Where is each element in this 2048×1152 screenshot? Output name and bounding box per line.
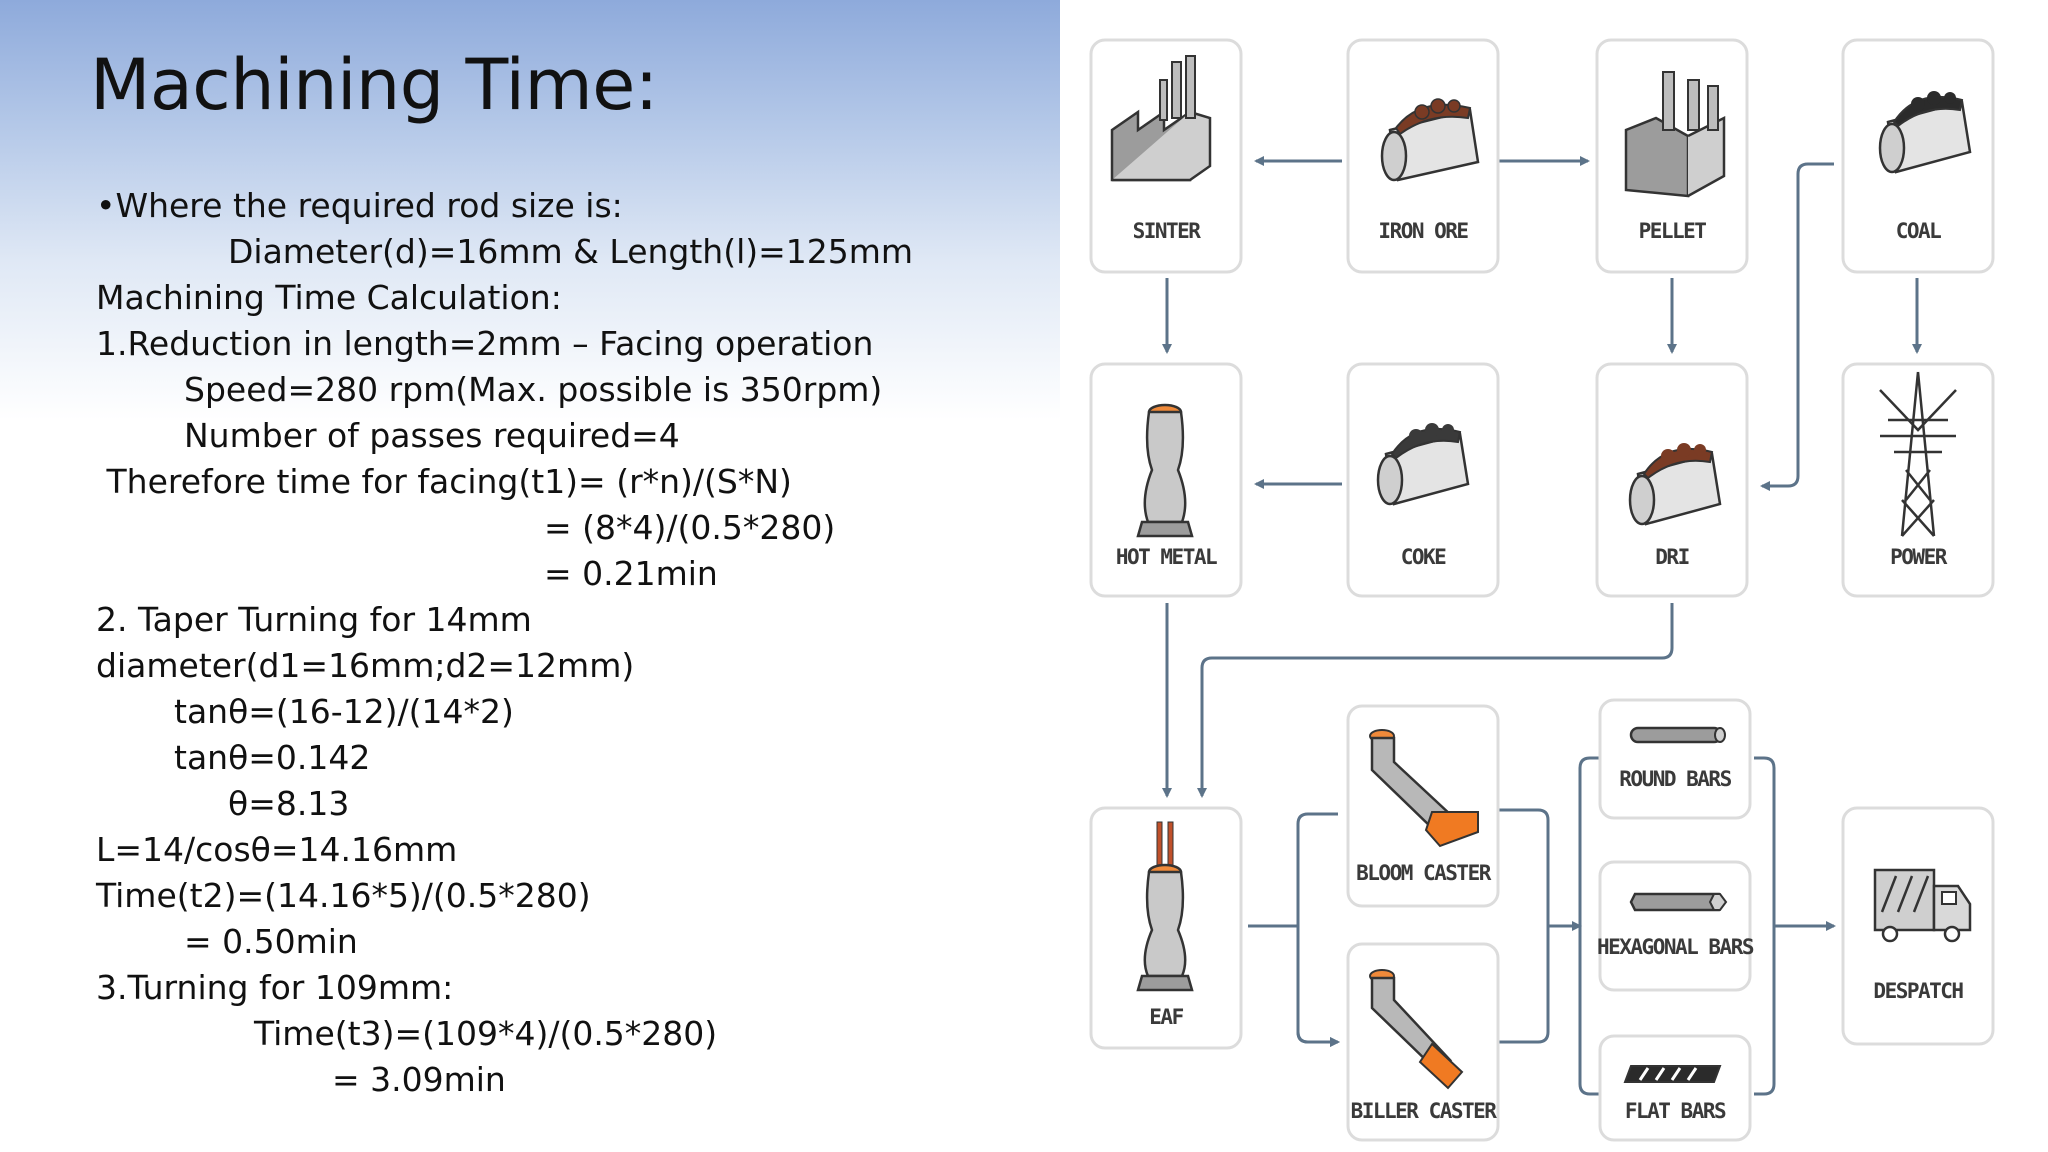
coal-cart-icon	[1878, 91, 1972, 174]
node-despatch: DESPATCH	[1841, 806, 1995, 1046]
node-power: POWER	[1841, 362, 1995, 598]
node-coke: COKE	[1346, 362, 1500, 598]
round-bar-icon	[1629, 726, 1726, 744]
node-label: PELLET	[1639, 219, 1707, 243]
node-iron-ore: IRON ORE	[1346, 38, 1500, 274]
flat-bar-icon	[1623, 1065, 1722, 1083]
text-line-20: = 3.09min	[332, 1060, 506, 1099]
arrow-dri-to-eaf	[1197, 603, 1674, 798]
slide-title: Machining Time:	[90, 44, 658, 126]
node-eaf: EAF	[1089, 806, 1243, 1050]
text-line-8: = (8*4)/(0.5*280)	[544, 508, 836, 547]
ladle-icon	[1136, 403, 1194, 538]
node-flat-bars: FLAT BARS	[1598, 1034, 1752, 1142]
factory-icon	[1110, 55, 1212, 182]
node-card	[1598, 1034, 1752, 1142]
node-bloom-caster: BLOOM CASTER	[1346, 704, 1500, 908]
text-line-18: 3.Turning for 109mm:	[96, 968, 454, 1007]
coke-cart-icon	[1376, 423, 1470, 506]
text-line-14: θ=8.13	[228, 784, 350, 823]
text-line-11: diameter(d1=16mm;d2=12mm)	[96, 646, 635, 685]
steel-process-flow-diagram: SINTER IRON ORE	[1060, 0, 2048, 1152]
arrow-casters-to-bars	[1498, 808, 1580, 1044]
title-gradient-background	[0, 0, 1060, 420]
text-line-5: Speed=280 rpm(Max. possible is 350rpm)	[184, 370, 883, 409]
plant-icon	[1624, 71, 1726, 198]
text-line-7: Therefore time for facing(t1)= (r*n)/(S*…	[96, 462, 792, 501]
text-line-6: Number of passes required=4	[184, 416, 680, 455]
node-label: HEXAGONAL BARS	[1597, 935, 1754, 959]
text-line-4: 1.Reduction in length=2mm – Facing opera…	[96, 324, 874, 363]
text-line-13: tanθ=0.142	[174, 738, 371, 777]
node-label: ROUND BARS	[1619, 767, 1731, 791]
biller-caster-icon	[1369, 969, 1464, 1090]
text-line-19: Time(t3)=(109*4)/(0.5*280)	[254, 1014, 718, 1053]
node-sinter: SINTER	[1089, 38, 1243, 274]
node-label: FLAT BARS	[1625, 1099, 1726, 1123]
arrow-coal-to-dri	[1760, 162, 1834, 491]
node-hexagonal-bars: HEXAGONAL BARS	[1597, 860, 1755, 992]
arrow-eaf-to-biller	[1296, 1031, 1340, 1047]
bars-bracket-left	[1578, 756, 1600, 1096]
hexagonal-bar-icon	[1629, 892, 1728, 912]
node-label: DRI	[1655, 545, 1688, 569]
dri-cart-icon	[1628, 443, 1722, 526]
node-label: BLOOM CASTER	[1356, 861, 1492, 885]
node-label: COKE	[1401, 545, 1446, 569]
node-label: BILLER CASTER	[1351, 1099, 1498, 1123]
text-line-16: Time(t2)=(14.16*5)/(0.5*280)	[96, 876, 591, 915]
text-line-3: Machining Time Calculation:	[96, 278, 562, 317]
node-card	[1841, 362, 1995, 598]
node-round-bars: ROUND BARS	[1598, 698, 1752, 820]
arrow-eaf-to-casters	[1248, 812, 1338, 1042]
text-line-2: Diameter(d)=16mm & Length(l)=125mm	[228, 232, 914, 271]
node-label: DESPATCH	[1873, 979, 1963, 1003]
truck-icon	[1873, 868, 1972, 943]
node-biller-caster: BILLER CASTER	[1346, 942, 1500, 1142]
connectors	[1162, 156, 1922, 1096]
node-card	[1598, 860, 1752, 992]
bloom-caster-icon	[1369, 729, 1479, 848]
node-label: HOT METAL	[1116, 545, 1217, 569]
arrow-bars-to-despatch	[1754, 756, 1834, 1096]
text-line-12: tanθ=(16-12)/(14*2)	[174, 692, 514, 731]
node-label: POWER	[1890, 545, 1948, 569]
node-label: SINTER	[1133, 219, 1202, 243]
furnace-icon	[1136, 821, 1194, 992]
transmission-tower-icon	[1879, 371, 1957, 537]
text-line-10: 2. Taper Turning for 14mm	[96, 600, 532, 639]
node-label: EAF	[1149, 1005, 1183, 1029]
text-line-1: •Where the required rod size is:	[96, 186, 623, 225]
node-label: COAL	[1896, 219, 1941, 243]
text-line-17: = 0.50min	[184, 922, 358, 961]
node-label: IRON ORE	[1378, 219, 1468, 243]
node-hot-metal: HOT METAL	[1089, 362, 1243, 598]
ore-cart-icon	[1380, 98, 1480, 182]
node-pellet: PELLET	[1595, 38, 1749, 274]
text-line-9: = 0.21min	[544, 554, 718, 593]
node-card	[1598, 698, 1752, 820]
node-coal: COAL	[1841, 38, 1995, 274]
node-dri: DRI	[1595, 362, 1749, 598]
text-line-15: L=14/cosθ=14.16mm	[96, 830, 458, 869]
